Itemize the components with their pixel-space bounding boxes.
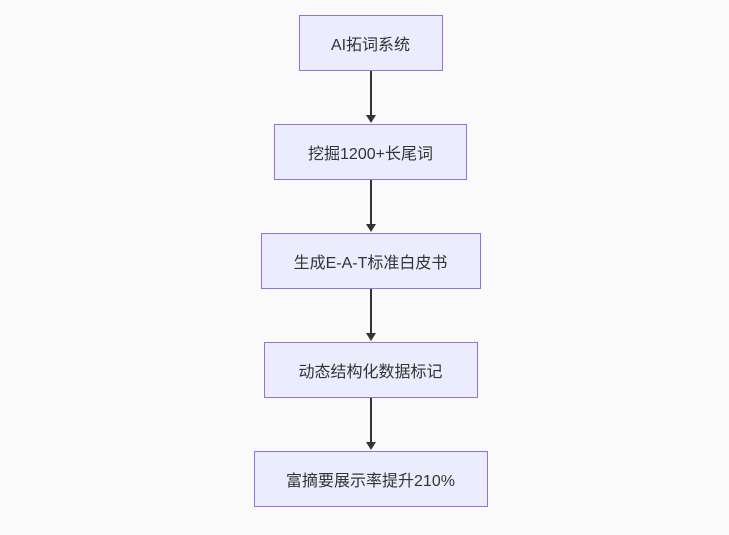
arrow-line [369, 398, 372, 443]
flow-arrow [365, 289, 376, 342]
arrowhead-down-icon [365, 442, 376, 450]
flow-node-label: 生成E-A-T标准白皮书 [293, 255, 448, 272]
flow-node-label: 富摘要展示率提升210% [286, 473, 455, 490]
flow-node-ai-word-expansion: AI拓词系统 [298, 15, 443, 71]
arrow-line [369, 71, 372, 116]
flow-node-longtail-keywords: 挖掘1200+长尾词 [274, 124, 467, 180]
arrowhead-down-icon [365, 224, 376, 232]
flow-node-label: 动态结构化数据标记 [298, 364, 443, 381]
flow-node-rich-snippet-rate: 富摘要展示率提升210% [253, 451, 488, 507]
flow-node-eat-whitepaper: 生成E-A-T标准白皮书 [260, 233, 481, 289]
arrow-line [369, 289, 372, 334]
flow-node-label: 挖掘1200+长尾词 [308, 146, 433, 163]
flow-node-label: AI拓词系统 [330, 37, 411, 54]
flow-arrow [365, 71, 376, 124]
flowchart: AI拓词系统 挖掘1200+长尾词 生成E-A-T标准白皮书 动态结构化数据标记… [6, 0, 729, 507]
arrowhead-down-icon [365, 333, 376, 341]
arrowhead-down-icon [365, 115, 376, 123]
flow-arrow [365, 398, 376, 451]
flow-node-structured-data-markup: 动态结构化数据标记 [263, 342, 478, 398]
flow-arrow [365, 180, 376, 233]
arrow-line [369, 180, 372, 225]
